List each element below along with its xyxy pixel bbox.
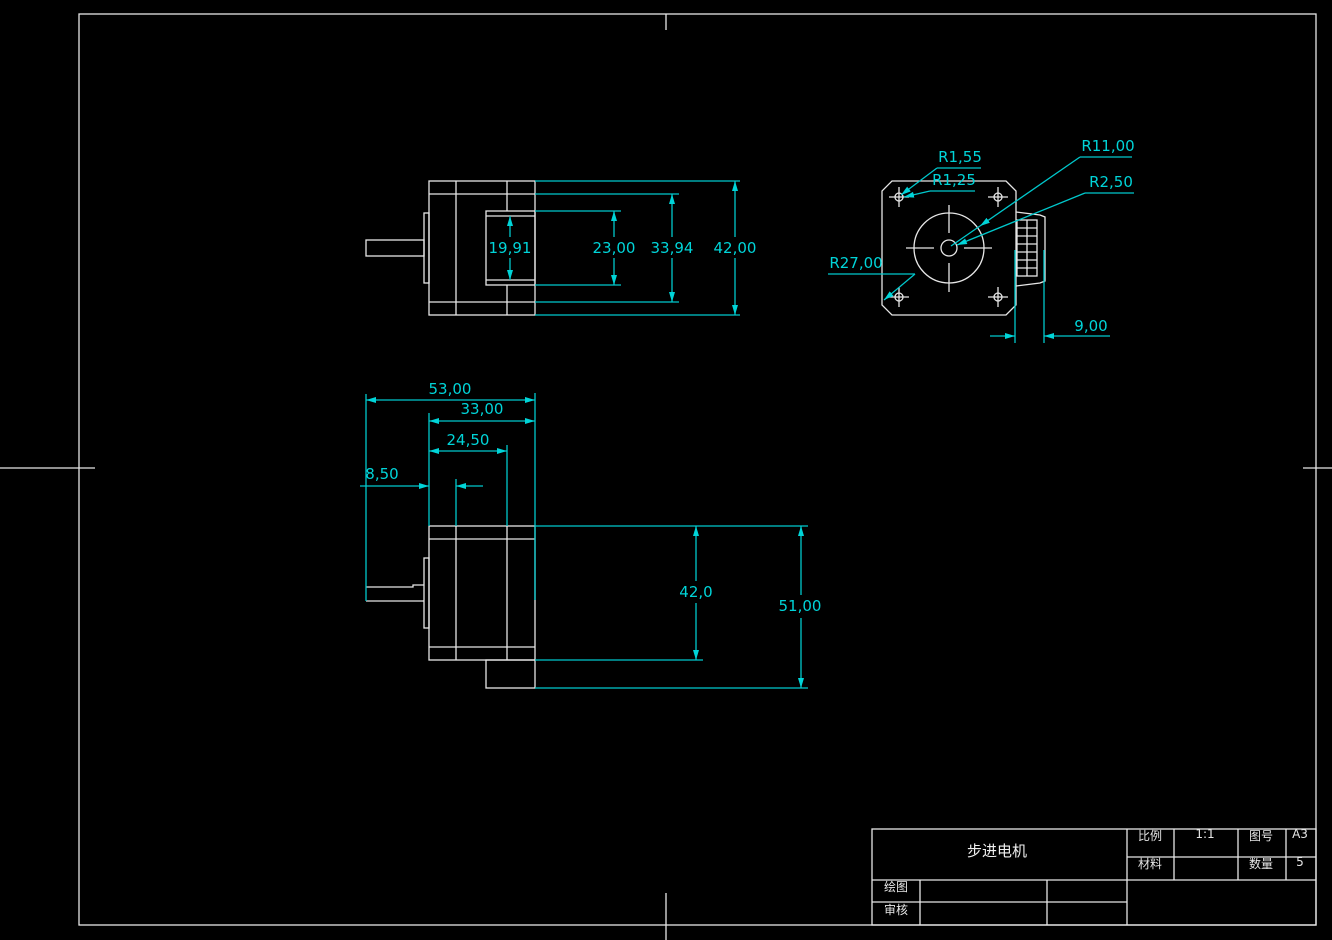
side-view-dimensions: 53,00 33,00 24,50 8,50 42,0 51,00 — [360, 380, 822, 689]
quantity-label: 数量 — [1249, 856, 1273, 871]
part-name: 步进电机 — [967, 842, 1027, 860]
dim-9-00: 9,00 — [1074, 317, 1107, 335]
dim-33-00: 33,00 — [461, 400, 504, 418]
scale-value: 1:1 — [1195, 827, 1214, 841]
sheet-frame — [0, 13, 1332, 940]
dim-53-00: 53,00 — [429, 380, 472, 398]
title-block: 步进电机 比例 1:1 图号 A3 材料 数量 5 绘图 审核 — [871, 827, 1317, 926]
scale-label: 比例 — [1138, 829, 1162, 843]
dim-33-94: 33,94 — [651, 239, 694, 257]
label-r1-55: R1,55 — [938, 148, 982, 166]
dim-51-00: 51,00 — [779, 597, 822, 615]
end-view-geometry — [881, 180, 1046, 316]
label-r27-00: R27,00 — [829, 254, 882, 272]
side-view-geometry — [366, 525, 536, 689]
end-view-dimensions: R1,55 R1,25 R11,00 R2,50 R27,00 9,00 — [828, 137, 1135, 343]
drawing-no-label: 图号 — [1249, 829, 1273, 843]
material-label: 材料 — [1138, 857, 1162, 871]
drawn-by-label: 绘图 — [884, 879, 908, 894]
dim-42-0: 42,0 — [679, 583, 712, 601]
dim-24-50: 24,50 — [447, 431, 490, 449]
drawing-no-value: A3 — [1292, 827, 1308, 841]
checked-by-label: 审核 — [884, 902, 908, 917]
quantity-value: 5 — [1296, 855, 1304, 869]
dim-19-91: 19,91 — [489, 239, 532, 257]
label-r11-00: R11,00 — [1081, 137, 1134, 155]
dim-23-00: 23,00 — [593, 239, 636, 257]
connector — [1015, 211, 1046, 287]
front-view-dimensions: 19,91 23,00 33,94 42,00 — [489, 180, 757, 316]
label-r2-50: R2,50 — [1089, 173, 1133, 191]
dim-8-50: 8,50 — [365, 465, 398, 483]
dim-42-00: 42,00 — [714, 239, 757, 257]
label-r1-25: R1,25 — [932, 171, 976, 189]
